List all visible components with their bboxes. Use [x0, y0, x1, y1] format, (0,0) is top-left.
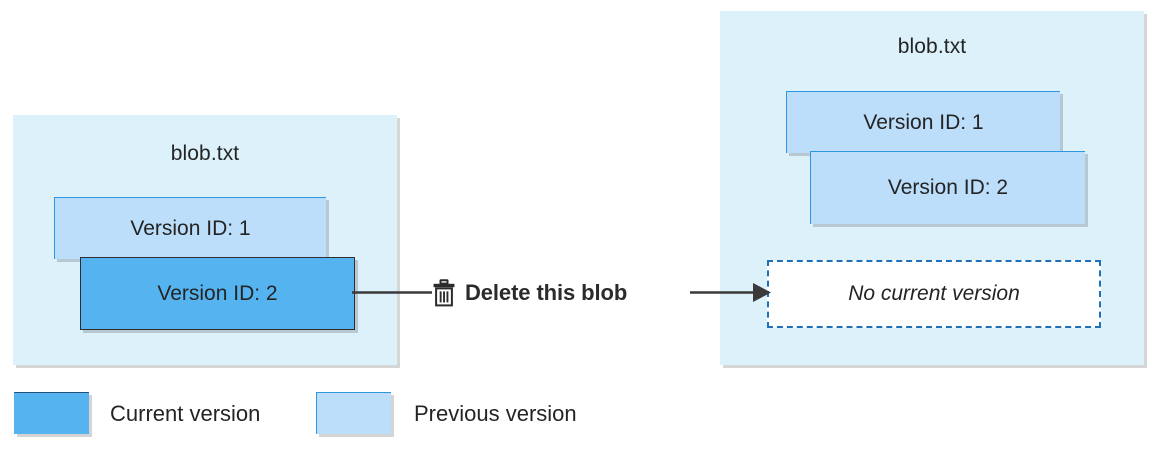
version-label: Version ID: 2: [157, 281, 278, 305]
no-current-version-placeholder: No current version: [767, 260, 1101, 328]
version-card-left-previous-1: Version ID: 1: [54, 197, 326, 259]
blob-name-right: blob.txt: [897, 35, 967, 58]
blob-name-left: blob.txt: [170, 142, 240, 165]
legend-label-previous-version: Previous version: [414, 401, 577, 426]
version-card-right-previous-2: Version ID: 2: [810, 151, 1085, 224]
legend-label-current-version: Current version: [110, 401, 261, 426]
blob-container-before: blob.txt Version ID: 1 Version ID: 2: [13, 115, 397, 365]
trash-icon: [432, 279, 456, 307]
delete-this-blob-action: Delete this blob: [432, 275, 627, 311]
delete-action-label: Delete this blob: [465, 280, 628, 305]
legend-swatch-current-version: [14, 392, 89, 434]
blob-container-after: blob.txt Version ID: 1 Version ID: 2 No …: [720, 11, 1144, 365]
version-card-left-current-2: Version ID: 2: [80, 257, 355, 330]
legend-swatch-previous-version: [316, 392, 391, 434]
version-label: Version ID: 2: [887, 176, 1009, 199]
version-label: Version ID: 1: [130, 216, 251, 240]
version-label: Version ID: 1: [863, 110, 984, 134]
no-current-version-label: No current version: [848, 282, 1020, 305]
version-card-right-previous-1: Version ID: 1: [786, 91, 1060, 153]
